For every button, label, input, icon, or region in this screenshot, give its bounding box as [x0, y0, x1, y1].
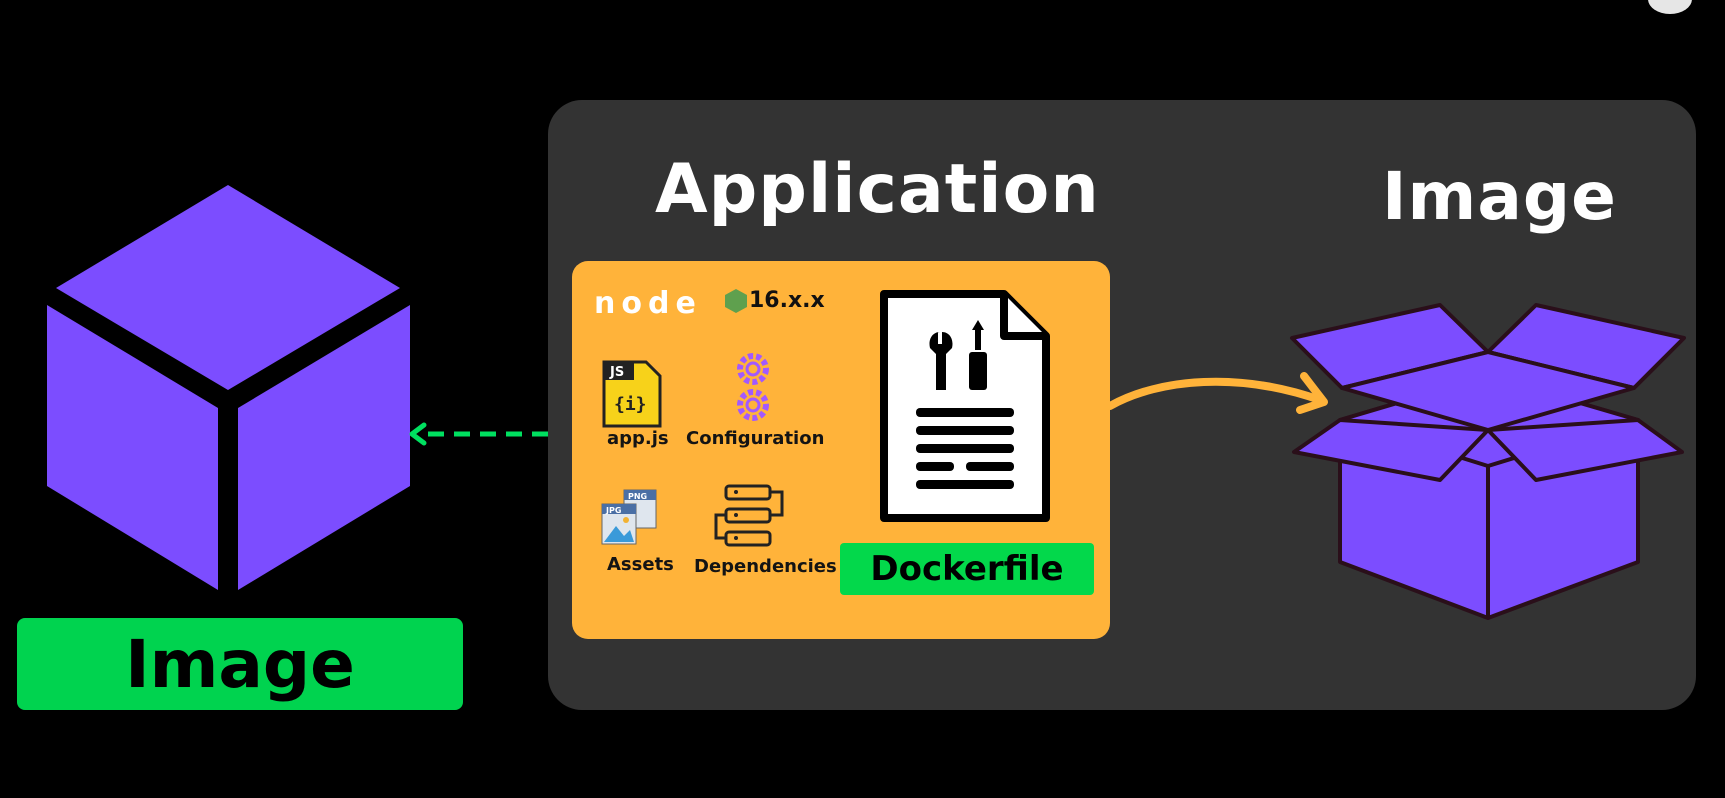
corner-dot	[1648, 0, 1692, 14]
app-js-label: app.js	[607, 428, 669, 449]
assets-label: Assets	[607, 554, 674, 575]
dependencies-icon	[714, 484, 784, 547]
left-image-label: Image	[17, 618, 463, 710]
application-title: Application	[655, 150, 1100, 229]
node-hex-icon	[725, 289, 747, 313]
png-badge: PNG	[628, 492, 647, 501]
jpg-badge: JPG	[605, 506, 621, 515]
node-logo-icon: node	[594, 286, 702, 321]
configuration-gear-icon	[737, 353, 769, 421]
js-badge: JS	[609, 365, 624, 380]
image-title: Image	[1382, 158, 1617, 235]
js-file-icon: JS {i}	[602, 360, 662, 428]
assets-image-icon: PNG JPG	[601, 489, 657, 545]
node-version: 16.x.x	[749, 288, 825, 313]
configuration-label: Configuration	[686, 428, 825, 449]
dependencies-label: Dependencies	[694, 556, 837, 577]
dockerfile-label: Dockerfile	[840, 543, 1094, 595]
dockerfile-document-icon	[880, 290, 1050, 522]
js-braces: {i}	[614, 394, 647, 415]
